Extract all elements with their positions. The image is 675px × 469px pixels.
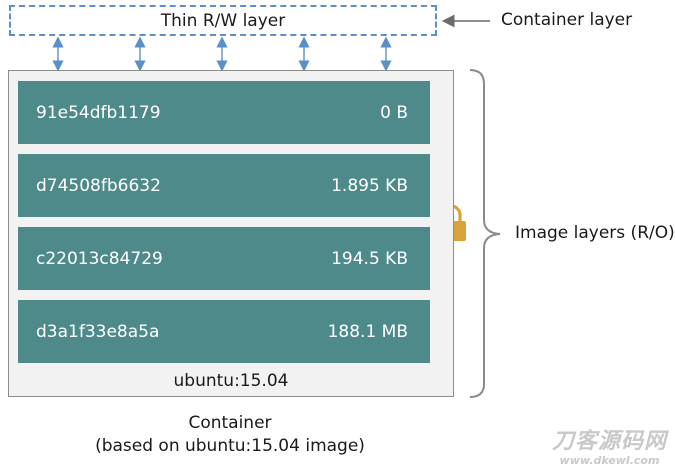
container-layer-label: Container layer bbox=[501, 10, 633, 30]
image-layer-2: d74508fb6632 1.895 KB bbox=[18, 154, 430, 217]
caption-title: Container bbox=[188, 413, 272, 433]
layer-id: d74508fb6632 bbox=[36, 175, 161, 196]
rw-to-image-arrows bbox=[52, 36, 392, 72]
image-layer-4: d3a1f33e8a5a 188.1 MB bbox=[18, 300, 430, 363]
image-layer-3: c22013c84729 194.5 KB bbox=[18, 227, 430, 290]
layer-id: c22013c84729 bbox=[36, 248, 163, 269]
image-layers-brace bbox=[469, 69, 501, 398]
caption-subtitle: (based on ubuntu:15.04 image) bbox=[95, 436, 365, 456]
watermark-title: 刀客源码网 bbox=[551, 429, 667, 454]
base-image-label: ubuntu:15.04 bbox=[173, 371, 289, 391]
layer-id: 91e54dfb1179 bbox=[36, 102, 161, 123]
image-layers-label: Image layers (R/O) bbox=[515, 223, 675, 243]
layer-size: 1.895 KB bbox=[331, 175, 408, 196]
watermark-url: www.dkewl.com bbox=[559, 454, 660, 467]
layer-size: 188.1 MB bbox=[327, 321, 408, 342]
layer-size: 194.5 KB bbox=[331, 248, 408, 269]
thin-rw-layer: Thin R/W layer bbox=[9, 5, 437, 36]
layer-size: 0 B bbox=[380, 102, 408, 123]
thin-rw-layer-label: Thin R/W layer bbox=[160, 10, 286, 31]
watermark: 刀客源码网 www.dkewl.com bbox=[551, 429, 667, 468]
layer-id: d3a1f33e8a5a bbox=[36, 321, 160, 342]
image-layer-1: 91e54dfb1179 0 B bbox=[18, 81, 430, 144]
